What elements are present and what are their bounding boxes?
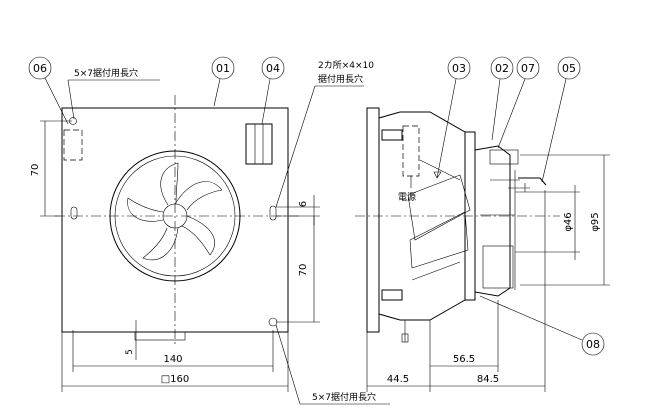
side-view: 電源 [355, 107, 560, 343]
bottom-tab [134, 331, 186, 341]
dim-160: □160 [161, 374, 190, 385]
dim-70-right: 70 [298, 264, 309, 277]
svg-text:04: 04 [266, 62, 280, 75]
note-slot-pair-1: 2カ所×4×10 [318, 60, 374, 71]
note-slot-top: 5×7据付用長穴 [74, 67, 138, 79]
svg-text:01: 01 [216, 62, 230, 75]
note-power: 電源 [398, 192, 416, 203]
callout-08 [581, 332, 605, 356]
part-06-bracket [63, 129, 83, 161]
front-view [55, 95, 300, 345]
front-dimensions: 70 6 70 5 140 □160 [30, 120, 320, 392]
side-blade-2 [409, 211, 469, 269]
svg-text:03: 03 [452, 62, 466, 75]
right-mount-slot [269, 205, 277, 221]
dim-phi95: φ95 [590, 212, 601, 231]
bottom-right-slot [268, 317, 278, 327]
dim-56-5: 56.5 [453, 354, 475, 365]
motor-housing [474, 145, 511, 297]
dim-44-5: 44.5 [387, 374, 409, 385]
callout-04 [261, 56, 285, 80]
side-callouts: 03 02 07 05 08 [433, 56, 605, 356]
dim-5: 5 [125, 349, 135, 355]
callout-07 [516, 56, 540, 80]
callout-02 [490, 56, 514, 80]
svg-text:08: 08 [586, 338, 600, 351]
svg-text:05: 05 [562, 62, 576, 75]
svg-text:06: 06 [33, 62, 47, 75]
front-callouts: 06 5×7据付用長穴 01 04 2カ所×4×10 据付用長穴 5×7据付用長… [28, 56, 390, 405]
dim-6: 6 [298, 201, 309, 207]
side-dimensions: φ46 φ95 56.5 44.5 84.5 [366, 154, 610, 392]
fan-outer-circle [109, 150, 241, 282]
callout-06-left [28, 56, 52, 80]
callout-01 [211, 56, 235, 80]
note-slot-bottom: 5×7据付用長穴 [312, 391, 376, 403]
svg-text:07: 07 [521, 62, 535, 75]
part-04-bracket [245, 123, 273, 165]
side-blade-1 [407, 174, 471, 241]
dim-70-left: 70 [30, 164, 41, 177]
fan-blades [127, 162, 223, 261]
part-03-box [402, 125, 420, 177]
dim-140: 140 [163, 354, 182, 365]
callout-03 [447, 56, 471, 80]
note-slot-pair-2: 据付用長穴 [318, 73, 363, 85]
dim-phi46: φ46 [563, 212, 574, 231]
dim-84-5: 84.5 [477, 374, 499, 385]
part-05-outlet [518, 177, 547, 186]
left-mount-slot [70, 206, 78, 220]
svg-text:02: 02 [495, 62, 509, 75]
side-flange [366, 107, 380, 333]
fan-inner-circle [114, 155, 236, 277]
callout-05 [557, 56, 581, 80]
